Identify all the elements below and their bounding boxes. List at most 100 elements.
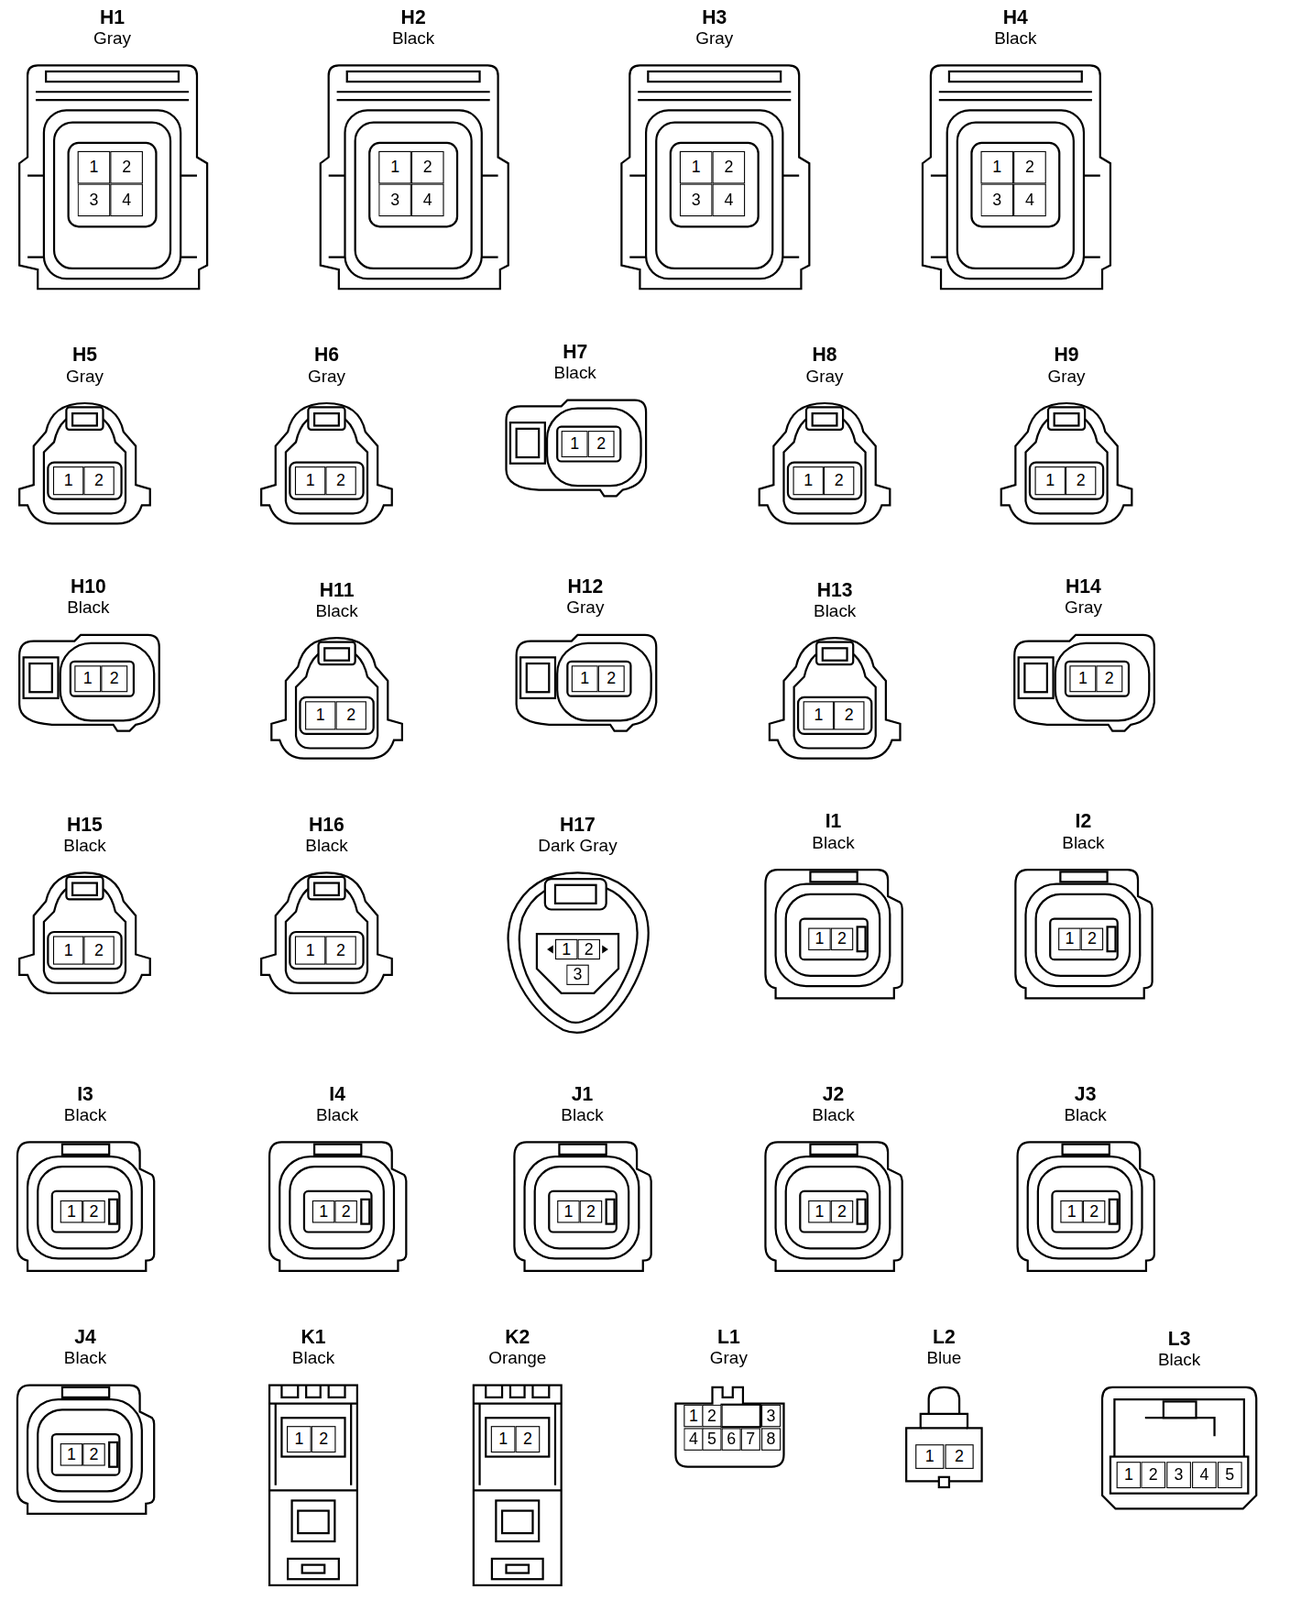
pin-number: 1 xyxy=(1069,665,1096,692)
connector: H6Gray12 xyxy=(257,343,396,525)
pin-number: 1 xyxy=(683,1404,703,1428)
connector-color: Black xyxy=(714,601,956,622)
connector-color: Black xyxy=(460,1104,703,1126)
connector-outline xyxy=(471,1382,564,1587)
connector: L2Blue12 xyxy=(897,1325,990,1493)
pin-number: 3 xyxy=(566,964,590,985)
connector-color: Black xyxy=(0,598,213,619)
connector-outline xyxy=(267,1382,360,1587)
connector-code: H15 xyxy=(0,813,206,837)
pin-number: 1 xyxy=(808,1200,831,1224)
pin-number: 2 xyxy=(598,665,625,692)
pin-number: 3 xyxy=(77,184,111,218)
pin-number: 2 xyxy=(334,1200,358,1224)
connector-color: Black xyxy=(216,1347,411,1368)
connector-code: L3 xyxy=(1049,1327,1290,1351)
connector-color: Black xyxy=(216,1104,459,1126)
connector: K1Black12 xyxy=(267,1325,360,1587)
pin-number: 1 xyxy=(295,466,326,495)
pin-number: 1 xyxy=(980,151,1014,185)
connector-code: H9 xyxy=(946,343,1188,367)
connector-outline xyxy=(754,401,894,526)
pin-number: 1 xyxy=(808,928,831,952)
connector: H16Black12 xyxy=(257,813,396,995)
connector-code: I3 xyxy=(0,1082,207,1106)
connector-color: Black xyxy=(206,835,448,856)
pin-number: 2 xyxy=(515,1425,541,1453)
pin-number: 3 xyxy=(1166,1461,1192,1488)
pin-number: 3 xyxy=(761,1404,781,1428)
pin-number: 2 xyxy=(712,151,746,185)
connector-code: H2 xyxy=(265,6,562,30)
pin-number: 1 xyxy=(915,1443,944,1469)
connector-color: Gray xyxy=(704,366,946,387)
connector-color: Black xyxy=(962,832,1204,853)
pin-number: 2 xyxy=(411,151,445,185)
connector-code: H6 xyxy=(206,343,448,367)
connector: I3Black12 xyxy=(15,1082,156,1273)
connector-color: Black xyxy=(216,601,458,622)
connector: H13Black12 xyxy=(765,579,904,761)
connector: L1Gray12345678 xyxy=(671,1325,787,1470)
pin-number: 1 xyxy=(679,151,713,185)
connector-color: Black xyxy=(0,835,206,856)
pin-number: 2 xyxy=(335,700,366,730)
connector: H5Gray12 xyxy=(15,343,154,525)
pin-number: 2 xyxy=(325,935,356,964)
pin-number: 4 xyxy=(411,184,445,218)
pin-number: 2 xyxy=(830,1200,854,1224)
connector-color: Gray xyxy=(0,366,206,387)
pin-number: 2 xyxy=(830,928,854,952)
pin-number: 1 xyxy=(53,466,84,495)
connector-outline xyxy=(1100,1385,1259,1511)
pin-number: 1 xyxy=(74,665,101,692)
connector-color: Gray xyxy=(206,366,448,387)
pin-number: 1 xyxy=(1060,1200,1083,1224)
pin-number: 1 xyxy=(561,430,589,458)
connector-color: Gray xyxy=(566,28,863,49)
connector-outline xyxy=(765,635,904,761)
pin-number: 6 xyxy=(721,1427,742,1451)
pin-number: 1 xyxy=(286,1425,312,1453)
connector: H1Gray1234 xyxy=(15,6,210,292)
pin-number: 5 xyxy=(701,1427,722,1451)
pin-number: 1 xyxy=(491,1425,516,1453)
connector: J4Black12 xyxy=(15,1325,156,1516)
pin-number: 2 xyxy=(311,1425,337,1453)
connector: L3Black12345 xyxy=(1100,1327,1259,1510)
connector-code: H8 xyxy=(704,343,946,367)
connector: H8Gray12 xyxy=(754,343,894,525)
pin-number: 2 xyxy=(1081,928,1105,952)
pin-number: 4 xyxy=(1013,184,1047,218)
pin-number: 2 xyxy=(325,466,356,495)
connector-color: Gray xyxy=(620,1347,837,1368)
connector-color: Black xyxy=(964,1104,1207,1126)
connector-outline xyxy=(257,870,396,995)
pin-number: 4 xyxy=(1191,1461,1217,1488)
connector-outline xyxy=(15,401,154,526)
pin-number: 1 xyxy=(557,1200,580,1224)
pin-number: 2 xyxy=(1095,665,1123,692)
pin-number: 2 xyxy=(588,430,615,458)
pin-number: 2 xyxy=(83,466,114,495)
connector-color: Black xyxy=(1049,1350,1290,1371)
connector: H3Gray1234 xyxy=(617,6,812,292)
connector-code: I1 xyxy=(712,809,955,833)
connector: H14Gray12 xyxy=(1010,575,1157,732)
connector-code: J2 xyxy=(712,1082,955,1106)
connector-color: Gray xyxy=(946,366,1188,387)
connector-outline xyxy=(996,401,1136,526)
pin-number: 2 xyxy=(701,1404,722,1428)
connector: H7Black12 xyxy=(502,340,648,497)
connector-code: L1 xyxy=(620,1325,837,1349)
pin-number: 4 xyxy=(109,184,143,218)
connector-code: H10 xyxy=(0,575,213,599)
connector: I4Black12 xyxy=(267,1082,408,1273)
connector-color: Dark Gray xyxy=(450,835,704,856)
pin-number: 2 xyxy=(82,1200,106,1224)
connector-code: H3 xyxy=(566,6,863,30)
connector-outline xyxy=(257,401,396,526)
pin-number: 1 xyxy=(305,700,336,730)
pin-number: 3 xyxy=(980,184,1014,218)
pin-number: 2 xyxy=(823,466,854,495)
